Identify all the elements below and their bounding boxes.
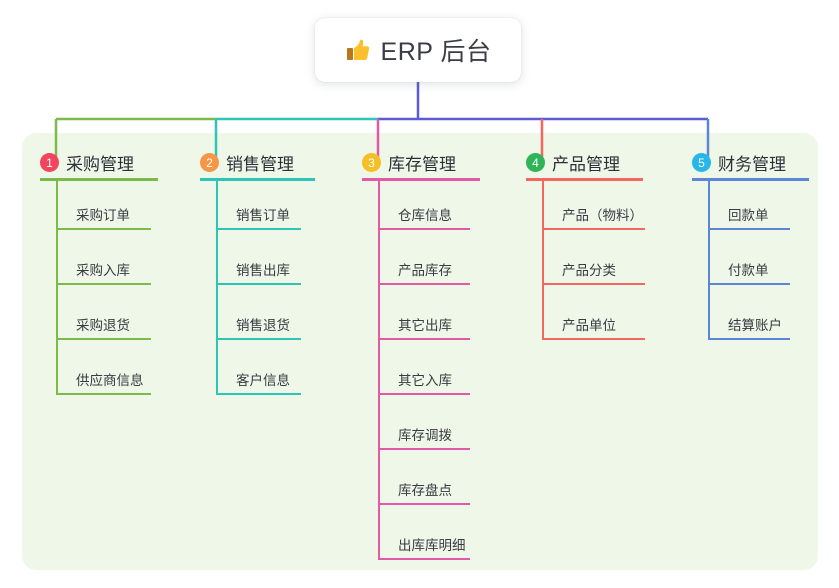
leaf-rule (56, 228, 151, 230)
branch-spine-5 (708, 181, 710, 340)
leaf-label: 销售退货 (236, 318, 290, 333)
leaf-item[interactable]: 采购订单 (56, 196, 151, 230)
leaf-item[interactable]: 库存调拨 (378, 416, 470, 450)
leaf-label: 其它入库 (398, 373, 452, 388)
leaf-item[interactable]: 回款单 (708, 196, 790, 230)
leaf-label: 采购退货 (76, 318, 130, 333)
leaf-item[interactable]: 采购入库 (56, 251, 151, 285)
branch-badge-3: 3 (362, 153, 381, 172)
thumbs-up-icon (346, 39, 369, 60)
leaf-rule (708, 228, 790, 230)
leaf-item[interactable]: 结算账户 (708, 306, 790, 340)
branch-badge-2: 2 (200, 153, 219, 172)
leaf-rule (708, 338, 790, 340)
branch-spine-4 (542, 181, 544, 340)
leaf-item[interactable]: 仓库信息 (378, 196, 470, 230)
leaf-rule (216, 283, 301, 285)
branch-header-4[interactable]: 4 产品管理 (526, 150, 620, 175)
leaf-label: 产品库存 (398, 263, 452, 278)
leaf-rule (542, 283, 645, 285)
leaf-item[interactable]: 库存盘点 (378, 471, 470, 505)
leaf-rule (378, 393, 470, 395)
branch-title-5: 财务管理 (718, 155, 786, 174)
leaf-rule (542, 228, 645, 230)
leaf-item[interactable]: 产品单位 (542, 306, 645, 340)
leaf-label: 出库库明细 (398, 538, 466, 553)
branch-spine-1 (56, 181, 58, 395)
branch-title-2: 销售管理 (226, 155, 294, 174)
leaf-item[interactable]: 销售出库 (216, 251, 301, 285)
leaf-rule (708, 283, 790, 285)
branch-rule-3 (362, 178, 480, 181)
leaf-item[interactable]: 出库库明细 (378, 526, 470, 560)
branch-badge-4: 4 (526, 153, 545, 172)
leaf-item[interactable]: 采购退货 (56, 306, 151, 340)
branch-spine-2 (216, 181, 218, 395)
branch-rule-2 (200, 178, 315, 181)
leaf-label: 仓库信息 (398, 208, 452, 223)
leaf-rule (378, 228, 470, 230)
leaf-item[interactable]: 产品分类 (542, 251, 645, 285)
branch-spine-3 (378, 181, 380, 560)
branch-header-3[interactable]: 3 库存管理 (362, 150, 456, 175)
leaf-label: 其它出库 (398, 318, 452, 333)
leaf-item[interactable]: 产品（物料） (542, 196, 645, 230)
leaf-rule (216, 338, 301, 340)
leaf-label: 产品（物料） (562, 208, 643, 223)
leaf-rule (216, 393, 301, 395)
leaf-item[interactable]: 客户信息 (216, 361, 301, 395)
leaf-label: 产品分类 (562, 263, 616, 278)
leaf-rule (378, 448, 470, 450)
leaf-item[interactable]: 其它入库 (378, 361, 470, 395)
branch-title-4: 产品管理 (552, 155, 620, 174)
leaf-item[interactable]: 销售退货 (216, 306, 301, 340)
leaf-label: 销售出库 (236, 263, 290, 278)
leaf-rule (56, 283, 151, 285)
leaf-label: 采购订单 (76, 208, 130, 223)
leaf-label: 采购入库 (76, 263, 130, 278)
leaf-item[interactable]: 销售订单 (216, 196, 301, 230)
leaf-rule (378, 283, 470, 285)
branch-title-3: 库存管理 (388, 155, 456, 174)
branch-rule-5 (692, 178, 809, 181)
leaf-item[interactable]: 其它出库 (378, 306, 470, 340)
leaf-item[interactable]: 供应商信息 (56, 361, 151, 395)
leaf-label: 产品单位 (562, 318, 616, 333)
leaf-label: 回款单 (728, 208, 769, 223)
branch-header-2[interactable]: 2 销售管理 (200, 150, 294, 175)
leaf-item[interactable]: 付款单 (708, 251, 790, 285)
leaf-rule (56, 338, 151, 340)
branch-rule-4 (526, 178, 643, 181)
root-node[interactable]: ERP 后台 (315, 18, 521, 82)
root-title: ERP 后台 (380, 38, 492, 66)
branch-badge-5: 5 (692, 153, 711, 172)
leaf-label: 库存盘点 (398, 483, 452, 498)
leaf-rule (378, 503, 470, 505)
leaf-rule (216, 228, 301, 230)
leaf-label: 供应商信息 (76, 373, 144, 388)
leaf-label: 库存调拨 (398, 428, 452, 443)
leaf-rule (56, 393, 151, 395)
leaf-label: 付款单 (728, 263, 769, 278)
leaf-rule (378, 558, 470, 560)
leaf-rule (542, 338, 645, 340)
branch-header-5[interactable]: 5 财务管理 (692, 150, 786, 175)
leaf-rule (378, 338, 470, 340)
branch-title-1: 采购管理 (66, 155, 134, 174)
leaf-item[interactable]: 产品库存 (378, 251, 470, 285)
branch-header-1[interactable]: 1 采购管理 (40, 150, 134, 175)
branch-badge-1: 1 (40, 153, 59, 172)
leaf-label: 客户信息 (236, 373, 290, 388)
leaf-label: 结算账户 (728, 318, 782, 333)
leaf-label: 销售订单 (236, 208, 290, 223)
branches-panel (22, 133, 818, 570)
branch-rule-1 (40, 178, 158, 181)
